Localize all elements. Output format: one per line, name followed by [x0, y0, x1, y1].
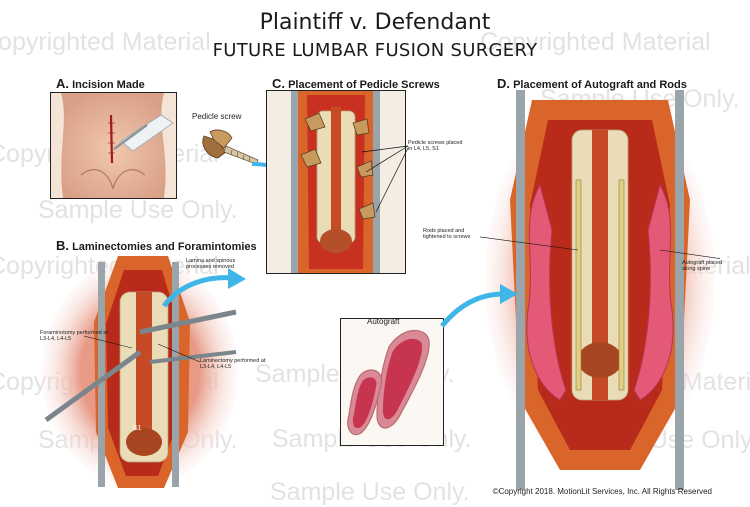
- b-foramin-callout: Foraminotomy performed at L3-L4, L4-L5: [40, 330, 108, 342]
- retractor: [98, 262, 105, 487]
- b-lamina-callout: Lamina and spinous processes removed: [186, 258, 235, 270]
- autograft-left: [526, 183, 567, 401]
- autograft-icon: [347, 329, 430, 436]
- retractor: [373, 91, 380, 273]
- incision-illustration: [61, 93, 174, 198]
- leader-line: [659, 249, 720, 259]
- sacrum: [320, 229, 352, 253]
- callout-line: along spine: [682, 266, 711, 272]
- panel-b-title: Laminectomies and Foramintomies: [72, 241, 257, 253]
- screw-head: [300, 148, 322, 168]
- leader-line: [480, 236, 579, 251]
- callout-line: Pedicle screws placed: [408, 140, 463, 146]
- screw-head: [358, 202, 376, 220]
- page-title: Plaintiff v. Defendant: [259, 10, 491, 35]
- c-screws-callout: Pedicle screws placed in L4, L5, S1: [408, 140, 462, 152]
- b-laminectomy-callout: Laminectomy performed at L3-L4, L4-L5: [200, 358, 265, 370]
- callout-line: L3-L4, L4-L5: [200, 364, 232, 370]
- autograft-right: [633, 183, 674, 401]
- retractor: [291, 91, 298, 273]
- s1-label: S1: [133, 425, 142, 432]
- pedicle-screw-illustration: [291, 91, 380, 273]
- callout-line: processes removed: [186, 264, 234, 270]
- laminectomy-illustration: [42, 256, 238, 488]
- callout-line: Laminectomy performed at: [200, 358, 266, 364]
- sacrum: [126, 428, 162, 456]
- back-skin: [61, 93, 166, 198]
- panel-d-title: Placement of Autograft and Rods: [513, 79, 687, 91]
- pedicle-screw-icon: [202, 129, 259, 165]
- panel-a-title: Incision Made: [72, 79, 145, 91]
- gluteal-line: [80, 169, 114, 190]
- panel-c-letter: C.: [272, 76, 285, 91]
- graft-core: [383, 338, 423, 420]
- callout-line: in L4, L5, S1: [408, 146, 439, 152]
- screw-head: [356, 160, 374, 178]
- panel-b-label: B. Laminectomies and Foramintomies: [56, 238, 257, 253]
- panel-a-frame: [50, 92, 177, 199]
- panel-c-frame: [266, 90, 406, 274]
- panel-c-title: Placement of Pedicle Screws: [288, 79, 440, 91]
- callout-line: Autograft placed: [682, 260, 723, 266]
- spinal-canal: [331, 107, 341, 247]
- graft-core: [352, 377, 377, 429]
- arrow-b-out: [161, 268, 246, 308]
- surgical-instrument: [149, 350, 237, 364]
- watermark-sample: Sample Use Only.: [38, 196, 238, 224]
- watermark-sample: Sample Use Only.: [270, 478, 470, 506]
- callout-line: tightened to screws: [423, 234, 471, 240]
- rod-right: [618, 179, 625, 391]
- arrow-to-panel-d: [440, 284, 518, 328]
- autograft-label: Autograft: [367, 318, 400, 326]
- screw-head: [304, 112, 326, 132]
- sacrum: [578, 342, 622, 378]
- retractor: [172, 262, 179, 487]
- callout-line: Lamina and spinous: [186, 258, 236, 264]
- screw-head: [352, 118, 370, 136]
- d-rods-callout: Rods placed and tightened to screws: [423, 228, 470, 240]
- panel-c-label: C. Placement of Pedicle Screws: [272, 76, 440, 91]
- surgical-instrument: [139, 309, 237, 335]
- gloved-hand: [120, 114, 174, 152]
- leader-line: [157, 343, 201, 363]
- page-subtitle: FUTURE LUMBAR FUSION SURGERY: [212, 40, 538, 61]
- surgical-instrument: [44, 349, 142, 423]
- rod-left: [575, 179, 582, 391]
- panel-d-letter: D.: [497, 76, 510, 91]
- panel-a-letter: A.: [56, 76, 69, 91]
- leader-line: [83, 335, 133, 349]
- callout-line: Foraminotomy performed at: [40, 330, 108, 336]
- callout-line: Rods placed and: [423, 228, 465, 234]
- gluteal-line: [112, 169, 146, 190]
- retractor: [516, 90, 525, 490]
- panel-b-letter: B.: [56, 238, 69, 253]
- autograft-rods-illustration: [480, 90, 720, 490]
- autograft-inset: Autograft: [340, 318, 444, 446]
- pedicle-screw-label: Pedicle screw: [192, 112, 242, 121]
- spinal-canal: [136, 292, 152, 442]
- spinal-canal: [592, 130, 608, 400]
- incision-line: [109, 114, 114, 164]
- scalpel-icon: [113, 124, 148, 150]
- copyright-notice: ©Copyright 2018. MotionLit Services, Inc…: [492, 487, 712, 496]
- retractor: [675, 90, 684, 490]
- callout-line: L3-L4, L4-L5: [40, 336, 72, 342]
- panel-a-label: A. Incision Made: [56, 76, 145, 91]
- d-graft-callout: Autograft placed along spine: [682, 260, 722, 272]
- c-leader-lines: [361, 145, 409, 213]
- panel-d-label: D. Placement of Autograft and Rods: [497, 76, 687, 91]
